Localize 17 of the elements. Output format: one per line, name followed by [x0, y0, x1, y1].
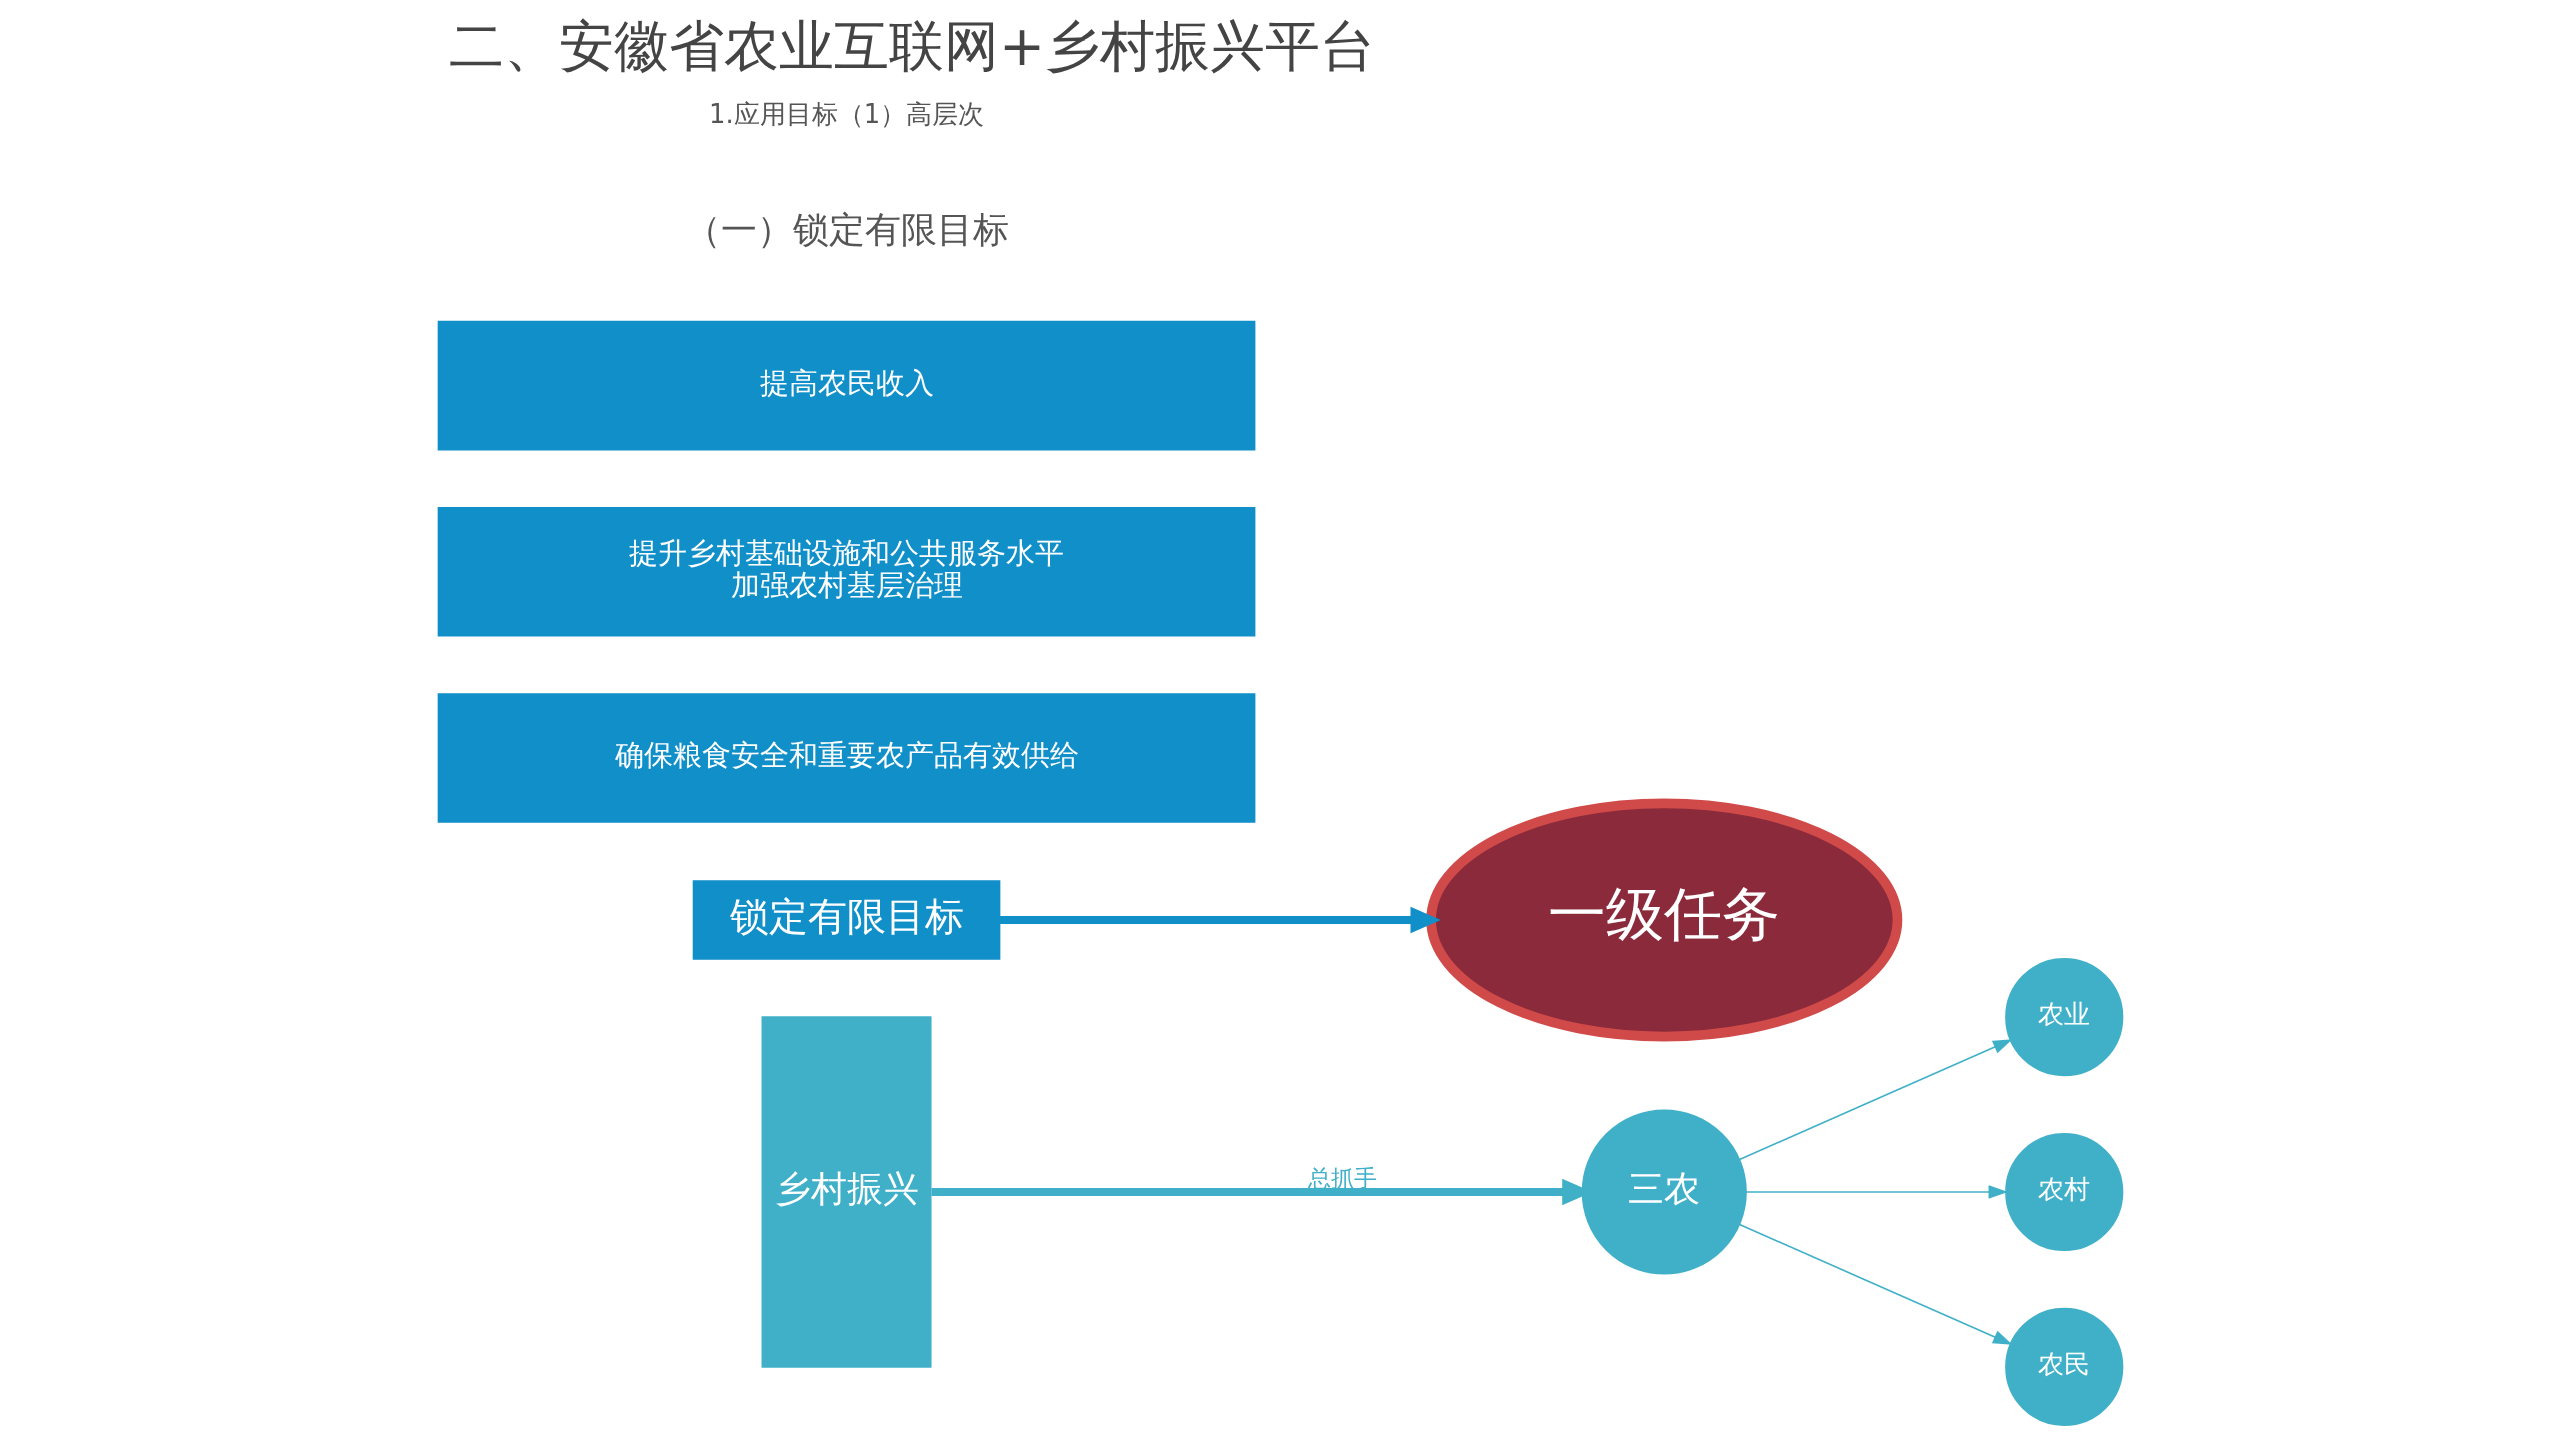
node-box: 乡村振兴 — [761, 1016, 932, 1368]
arrow — [1744, 1185, 2008, 1199]
arrow — [1738, 1039, 2012, 1161]
node-circle: 三农 — [1581, 1109, 1747, 1275]
node-box: 提升乡村基础设施和公共服务水平 加强农村基层治理 — [437, 507, 1255, 637]
label: （一）锁定有限目标 — [684, 209, 1009, 251]
diagram-title: 二、安徽省农业互联网+乡村振兴平台 — [448, 14, 1375, 79]
arrow — [1738, 1223, 2012, 1345]
label: 1.应用目标（1）高层次 — [708, 98, 984, 129]
node-box: 提高农民收入 — [437, 320, 1255, 451]
node-circle: 农村 — [2004, 1132, 2123, 1252]
node-box: 确保粮食安全和重要农产品有效供给 — [437, 693, 1255, 823]
node-circle: 农业 — [2004, 958, 2123, 1077]
node-ellipse: 一级任务 — [1425, 798, 1902, 1042]
node-circle: 农民 — [2004, 1307, 2123, 1426]
arrow — [999, 906, 1441, 934]
node-box: 锁定有限目标 — [692, 880, 1000, 960]
